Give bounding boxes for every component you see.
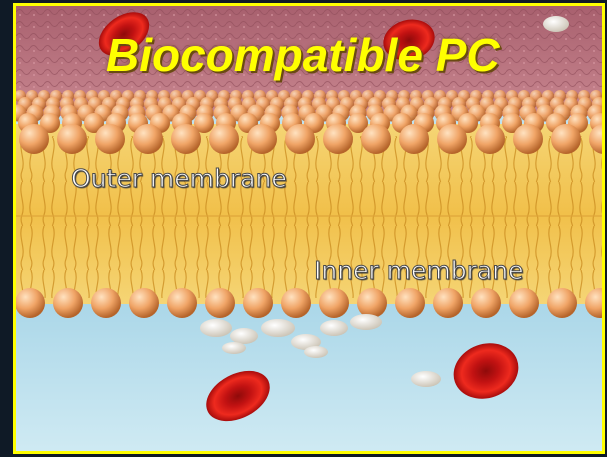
lipid-head <box>281 288 311 318</box>
lipid-head <box>285 124 315 154</box>
inner-membrane-label: Inner membrane <box>314 258 523 283</box>
lipid-head <box>167 288 197 318</box>
outer-membrane-label: Outer membrane <box>71 166 287 191</box>
lipid-head <box>513 124 543 154</box>
lipid-head <box>395 288 425 318</box>
lipid-head <box>433 288 463 318</box>
lipid-head <box>133 124 163 154</box>
lipid-head <box>19 124 49 154</box>
lipid-head <box>91 288 121 318</box>
lipid-head <box>57 124 87 154</box>
lipid-head <box>16 288 45 318</box>
lipid-head <box>243 288 273 318</box>
lipid-head <box>471 288 501 318</box>
lipid-head <box>129 288 159 318</box>
lipid-head <box>551 124 581 154</box>
lipid-head <box>319 288 349 318</box>
lipid-head <box>205 288 235 318</box>
title: Biocompatible PC <box>106 32 500 78</box>
lipid-head <box>53 288 83 318</box>
lipid-head <box>361 124 391 154</box>
lipid-head <box>209 124 239 154</box>
lipid-head <box>475 124 505 154</box>
lipid-head <box>547 288 577 318</box>
lipid-head <box>95 124 125 154</box>
image-frame: Biocompatible PC Outer membrane Inner me… <box>13 3 605 454</box>
lipid-head <box>399 124 429 154</box>
lipid-head <box>323 124 353 154</box>
lipid-head <box>357 288 387 318</box>
lipid-head <box>247 124 277 154</box>
lipid-head <box>171 124 201 154</box>
lipid-head <box>437 124 467 154</box>
lipid-head <box>509 288 539 318</box>
